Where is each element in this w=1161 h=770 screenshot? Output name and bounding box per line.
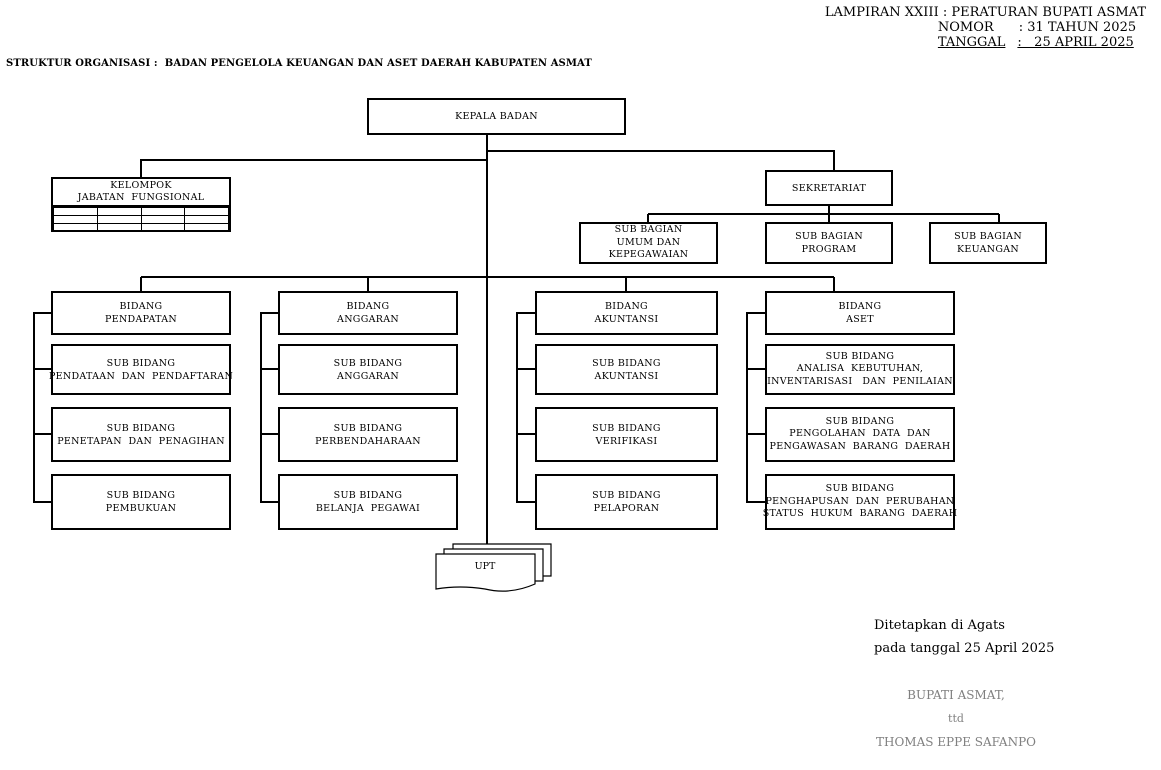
nomor-row: NOMOR : 31 TAHUN 2025 (825, 20, 1146, 35)
sub-bagian-line1: SUB BAGIAN (795, 231, 863, 242)
kepala-badan-box: KEPALA BADAN (367, 98, 626, 135)
sub-bidang-line2: ANGGARAN (337, 370, 399, 382)
sub-bidang-line2: PENETAPAN DAN PENAGIHAN (57, 435, 225, 447)
sub-bagian-line3: KEPEGAWAIAN (608, 249, 689, 261)
sub-bagian-line2: KEUANGAN (956, 244, 1020, 255)
kjf-line2: JABATAN FUNGSIONAL (77, 192, 205, 203)
sub-bidang-line1: SUB BIDANG (825, 350, 895, 362)
sub-bidang-line1: SUB BIDANG (106, 422, 176, 434)
sign-name: THOMAS EPPE SAFANPO (875, 735, 1037, 749)
sekretariat-box: SEKRETARIAT (765, 170, 893, 206)
kelompok-connector (140, 159, 487, 177)
tanggal-row: TANGGAL : 25 APRIL 2025 (825, 35, 1146, 50)
sub-bidang-line2: PERBENDAHARAAN (315, 435, 421, 447)
bidang-line2: AKUNTANSI (594, 314, 659, 325)
bidang-akuntansi-box: BIDANG AKUNTANSI (535, 291, 718, 335)
bidang-line2: ANGGARAN (337, 314, 399, 325)
sub-bidang-pendataan-box: SUB BIDANG PENDATAAN DAN PENDAFTARAN (48, 344, 234, 395)
bidang-line2: ASET (846, 314, 874, 325)
bidang-line1: BIDANG (346, 301, 390, 312)
lampiran-line: LAMPIRAN XXIII : PERATURAN BUPATI ASMAT (824, 5, 1146, 20)
sign-ttd: ttd (948, 712, 964, 725)
sub-bagian-program-box: SUB BAGIAN PROGRAM (765, 222, 893, 264)
bidang-line2: PENDAPATAN (105, 314, 177, 325)
page-title: STRUKTUR ORGANISASI : BADAN PENGELOLA KE… (6, 58, 592, 69)
kjf-line1: KELOMPOK (110, 180, 172, 191)
sub-bidang-line3: PENGAWASAN BARANG DAERAH (769, 440, 951, 452)
sub-bidang-line1: SUB BIDANG (106, 357, 176, 369)
sign-date: pada tanggal 25 April 2025 (874, 641, 1055, 656)
kjf-grid (53, 207, 229, 232)
sub-bagian-line2: PROGRAM (801, 244, 857, 255)
pendapatan-bracket (33, 312, 52, 503)
sub-bidang-pembukuan-box: SUB BIDANG PEMBUKUAN (51, 474, 231, 530)
bidang-line1: BIDANG (119, 301, 163, 312)
sub-bagian-umum-box: SUB BAGIAN UMUM DAN KEPEGAWAIAN (579, 222, 718, 264)
kepala-badan-label: KEPALA BADAN (455, 111, 538, 122)
sub-bidang-line2: BELANJA PEGAWAI (315, 503, 421, 514)
sub-bidang-anggaran-box: SUB BIDANG ANGGARAN (278, 344, 458, 395)
sub-bidang-line1: SUB BIDANG (333, 357, 403, 369)
sub-bidang-analisa-box: SUB BIDANG ANALISA KEBUTUHAN, INVENTARIS… (765, 344, 955, 395)
aset-bracket (746, 312, 766, 503)
lampiran-header: LAMPIRAN XXIII : PERATURAN BUPATI ASMAT … (825, 5, 1146, 50)
sub-bidang-akuntansi-box: SUB BIDANG AKUNTANSI (535, 344, 718, 395)
sub-bidang-line2: ANALISA KEBUTUHAN, (796, 363, 924, 375)
bidang-line1: BIDANG (838, 301, 882, 312)
bidang-pendapatan-box: BIDANG PENDAPATAN (51, 291, 231, 335)
bidang-anggaran-box: BIDANG ANGGARAN (278, 291, 458, 335)
sub-bidang-penghapusan-box: SUB BIDANG PENGHAPUSAN DAN PERUBAHAN STA… (762, 474, 958, 530)
sub-bidang-penetapan-box: SUB BIDANG PENETAPAN DAN PENAGIHAN (51, 407, 231, 462)
sub-bidang-line3: INVENTARISASI DAN PENILAIAN (767, 375, 953, 387)
tanggal-value: : 25 APRIL 2025 (1017, 35, 1134, 50)
sub-bidang-pengolahan-box: SUB BIDANG PENGOLAHAN DATA DAN PENGAWASA… (765, 407, 955, 462)
sub-bidang-line2: PEMBUKUAN (105, 503, 177, 514)
nomor-value: : 31 TAHUN 2025 (1018, 20, 1137, 35)
sub-bidang-line1: SUB BIDANG (592, 490, 661, 501)
sub-bagian-keuangan-box: SUB BAGIAN KEUANGAN (929, 222, 1047, 264)
sub-bidang-verifikasi-box: SUB BIDANG VERIFIKASI (535, 407, 718, 462)
sub-bidang-line2: PELAPORAN (593, 503, 660, 514)
sub-bidang-line2: AKUNTANSI (594, 370, 659, 382)
sub-bidang-line2: PENGHAPUSAN DAN PERUBAHAN (765, 495, 955, 507)
sub-bidang-line1: SUB BIDANG (592, 357, 661, 369)
bidang-line1: BIDANG (605, 301, 648, 312)
sub-bagian-line1: SUB BAGIAN (954, 231, 1022, 242)
sekretariat-label: SEKRETARIAT (791, 182, 867, 194)
sub-bidang-pelaporan-box: SUB BIDANG PELAPORAN (535, 474, 718, 530)
sub-bidang-line2: VERIFIKASI (595, 435, 658, 447)
sub-bidang-line1: SUB BIDANG (592, 422, 661, 434)
sub-bidang-line2: PENGOLAHAN DATA DAN (789, 428, 931, 440)
kelompok-jabatan-fungsional-box: KELOMPOK JABATAN FUNGSIONAL (51, 177, 231, 232)
anggaran-bracket (260, 312, 279, 503)
sub-bagian-line2: UMUM DAN (616, 236, 681, 248)
upt-multidocument-shape (435, 543, 552, 592)
nomor-label: NOMOR (937, 20, 994, 35)
upt-label: UPT (474, 561, 496, 572)
sekretariat-connector (487, 150, 835, 170)
sub-bidang-line1: SUB BIDANG (825, 483, 895, 495)
sub-bidang-perbendaharaan-box: SUB BIDANG PERBENDAHARAAN (278, 407, 458, 462)
sub-bidang-line2: PENDATAAN DAN PENDAFTARAN (48, 370, 234, 382)
sign-position: BUPATI ASMAT, (907, 688, 1005, 702)
akuntansi-bracket (516, 312, 536, 503)
sub-bidang-belanja-pegawai-box: SUB BIDANG BELANJA PEGAWAI (278, 474, 458, 530)
sub-bidang-line1: SUB BIDANG (333, 422, 403, 434)
bidang-aset-box: BIDANG ASET (765, 291, 955, 335)
sub-bidang-line1: SUB BIDANG (106, 490, 176, 501)
sub-bidang-line1: SUB BIDANG (825, 415, 895, 427)
sub-bidang-line1: SUB BIDANG (333, 490, 403, 501)
sub-bidang-line3: STATUS HUKUM BARANG DAERAH (762, 508, 958, 520)
sign-place: Ditetapkan di Agats (874, 618, 1005, 633)
tanggal-label: TANGGAL (937, 35, 1006, 50)
sub-bagian-line1: SUB BAGIAN (614, 224, 683, 236)
